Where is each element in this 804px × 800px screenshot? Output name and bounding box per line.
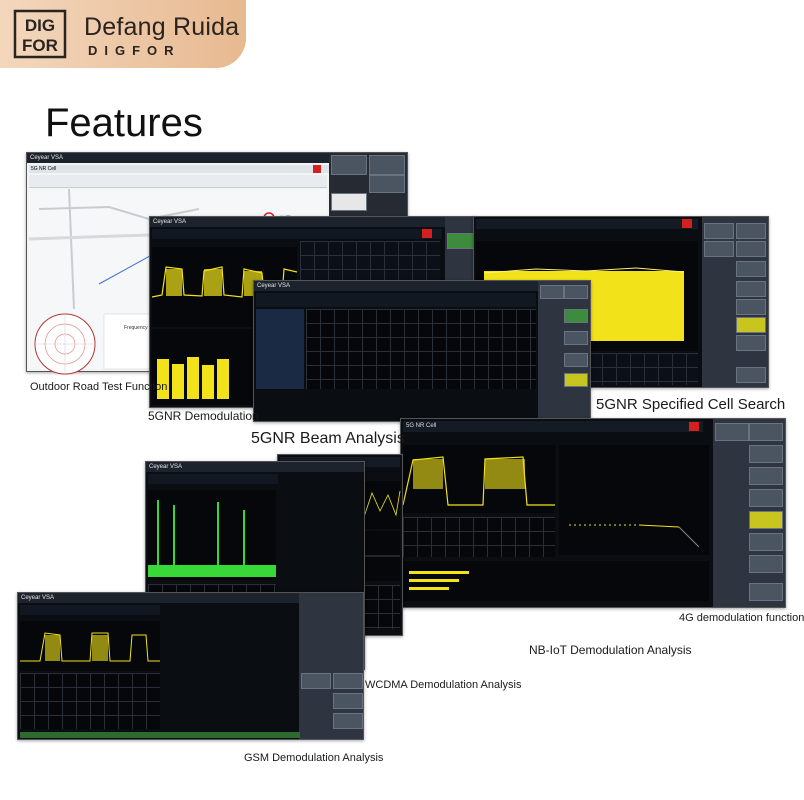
trace-button-2[interactable] — [564, 331, 588, 345]
lte-header: 5G NR Cell — [403, 421, 703, 432]
marker-button-2[interactable] — [564, 353, 588, 367]
close-icon[interactable] — [682, 219, 692, 228]
file-button[interactable] — [333, 673, 363, 689]
svg-text:FOR: FOR — [22, 36, 58, 55]
close-icon[interactable] — [313, 165, 321, 173]
gsm-spectrum — [148, 490, 276, 580]
beam-screenshot: Ceyear VSA — [253, 280, 591, 422]
lte-side-panel — [713, 419, 785, 607]
auto-tune-button-2[interactable] — [749, 445, 783, 463]
lte-constellation — [559, 445, 709, 555]
road-test-cell-label: 5G NR Cell — [29, 165, 329, 173]
lte-result-table — [403, 561, 709, 601]
instrument-button-2[interactable] — [333, 713, 363, 729]
mode-button[interactable] — [736, 335, 766, 351]
peak-button[interactable] — [736, 317, 766, 333]
marker-button[interactable] — [736, 299, 766, 315]
meas-button[interactable] — [704, 223, 734, 239]
beam-title: Ceyear VSA — [257, 283, 291, 289]
cell-search-header — [476, 219, 698, 229]
freq-button-3[interactable] — [564, 285, 588, 299]
peak-button-2[interactable] — [564, 373, 588, 387]
auto-tune-button[interactable] — [564, 309, 588, 323]
road-test-titlebar: Ceyear VSA — [27, 153, 407, 163]
gsm-left-table — [20, 673, 160, 729]
caption-nr-demod: 5GNR Demodulation — [148, 409, 259, 423]
span-button[interactable] — [749, 423, 783, 441]
cell-search-side-panel — [702, 217, 768, 387]
caption-cell-search: 5GNR Specified Cell Search — [596, 396, 786, 413]
digfor-logo: DIG FOR — [13, 9, 67, 59]
lte-timing-view — [403, 517, 555, 557]
lte-spectrum — [402, 445, 555, 513]
caption-lte: 4G demodulation function — [679, 612, 804, 624]
gsm-left-header — [20, 605, 160, 615]
gsm-left-spectrum — [20, 621, 160, 671]
meas-button-2[interactable] — [540, 285, 564, 299]
nr-demod-titlebar: Ceyear VSA — [150, 217, 475, 227]
gsm-left-side-panel — [299, 593, 363, 739]
brand-subtitle: DIGFOR — [88, 43, 181, 58]
front-panel-button[interactable] — [369, 155, 405, 175]
caption-road-test: Outdoor Road Test Function — [30, 381, 168, 393]
beam-side-panel — [538, 281, 590, 421]
caption-nbiot: NB-IoT Demodulation Analysis — [529, 643, 692, 657]
beam-table — [306, 309, 536, 389]
caption-gsm: GSM Demodulation Analysis — [244, 752, 384, 764]
road-test-title: Ceyear VSA — [30, 155, 64, 161]
trace-button[interactable] — [736, 281, 766, 297]
trace-button-3[interactable] — [749, 467, 783, 485]
gsm-left-titlebar: Ceyear VSA — [18, 593, 363, 603]
mode-button-2[interactable] — [749, 533, 783, 551]
close-icon[interactable] — [689, 422, 699, 431]
gsm-left-screenshot: Ceyear VSA — [17, 592, 364, 740]
marker-button-3[interactable] — [749, 489, 783, 507]
instrument-button[interactable] — [749, 555, 783, 573]
gsm-left-title: Ceyear VSA — [21, 595, 55, 601]
nr-demod-header — [152, 229, 442, 239]
road-test-params — [29, 175, 327, 188]
close-icon[interactable] — [422, 229, 432, 238]
beam-row-labels — [256, 309, 304, 389]
peak-button-3[interactable] — [749, 511, 783, 529]
gsm-title: Ceyear VSA — [149, 464, 183, 470]
gsm-button[interactable] — [301, 673, 331, 689]
caption-beam: 5GNR Beam Analysis — [251, 430, 405, 447]
setup-button[interactable] — [704, 241, 734, 257]
caption-wcdma: WCDMA Demodulation Analysis — [365, 679, 522, 691]
features-heading: Features — [45, 101, 203, 145]
beam-header — [256, 293, 536, 307]
svg-text:DIG: DIG — [25, 16, 55, 35]
beam-titlebar: Ceyear VSA — [254, 281, 590, 291]
meas-config-button[interactable] — [331, 155, 367, 175]
level-button-2[interactable] — [715, 423, 749, 441]
brand-banner: DIG FOR Defang Ruida DIGFOR — [0, 0, 246, 68]
nr-demod-title: Ceyear VSA — [153, 219, 187, 225]
preset-button-2[interactable] — [749, 583, 783, 601]
display-button[interactable] — [333, 693, 363, 709]
measure-button[interactable] — [331, 193, 367, 211]
gsm-titlebar: Ceyear VSA — [146, 462, 364, 472]
lte-screenshot: 5G NR Cell — [400, 418, 786, 608]
bw-button[interactable] — [736, 261, 766, 277]
freq-button[interactable] — [369, 175, 405, 193]
level-button[interactable] — [447, 233, 475, 249]
gsm-left-status-bar — [20, 732, 300, 738]
gsm-header — [148, 474, 278, 484]
front-panel-button-2[interactable] — [736, 223, 766, 239]
preset-button[interactable] — [736, 367, 766, 383]
freq-button-2[interactable] — [736, 241, 766, 257]
brand-name: Defang Ruida — [84, 13, 240, 41]
svg-text:Frequency: Frequency — [124, 325, 148, 331]
